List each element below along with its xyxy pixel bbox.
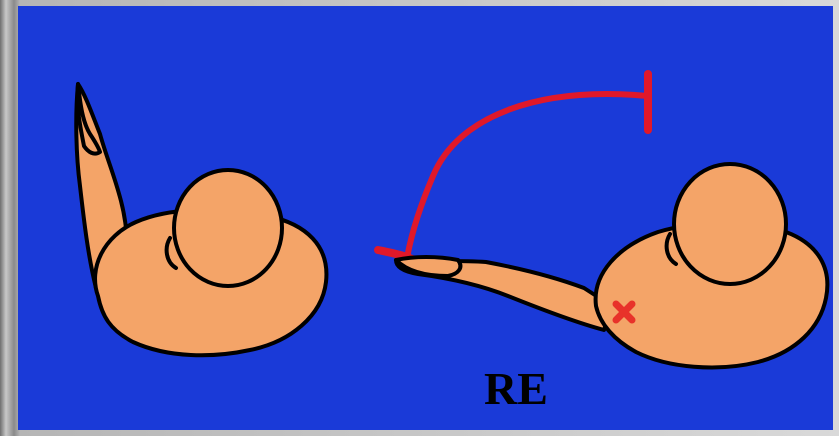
rotation-arc — [378, 74, 648, 268]
rotation-label: RE — [484, 366, 548, 412]
right-figure-hand — [396, 257, 460, 276]
right-figure — [396, 164, 827, 367]
rotation-arc-path — [406, 94, 648, 264]
left-figure — [76, 84, 326, 355]
right-figure-head — [674, 164, 786, 284]
shoulder-rotation-illustration — [18, 6, 833, 430]
left-figure-head — [174, 170, 282, 286]
diagram-panel: RE — [18, 6, 833, 430]
